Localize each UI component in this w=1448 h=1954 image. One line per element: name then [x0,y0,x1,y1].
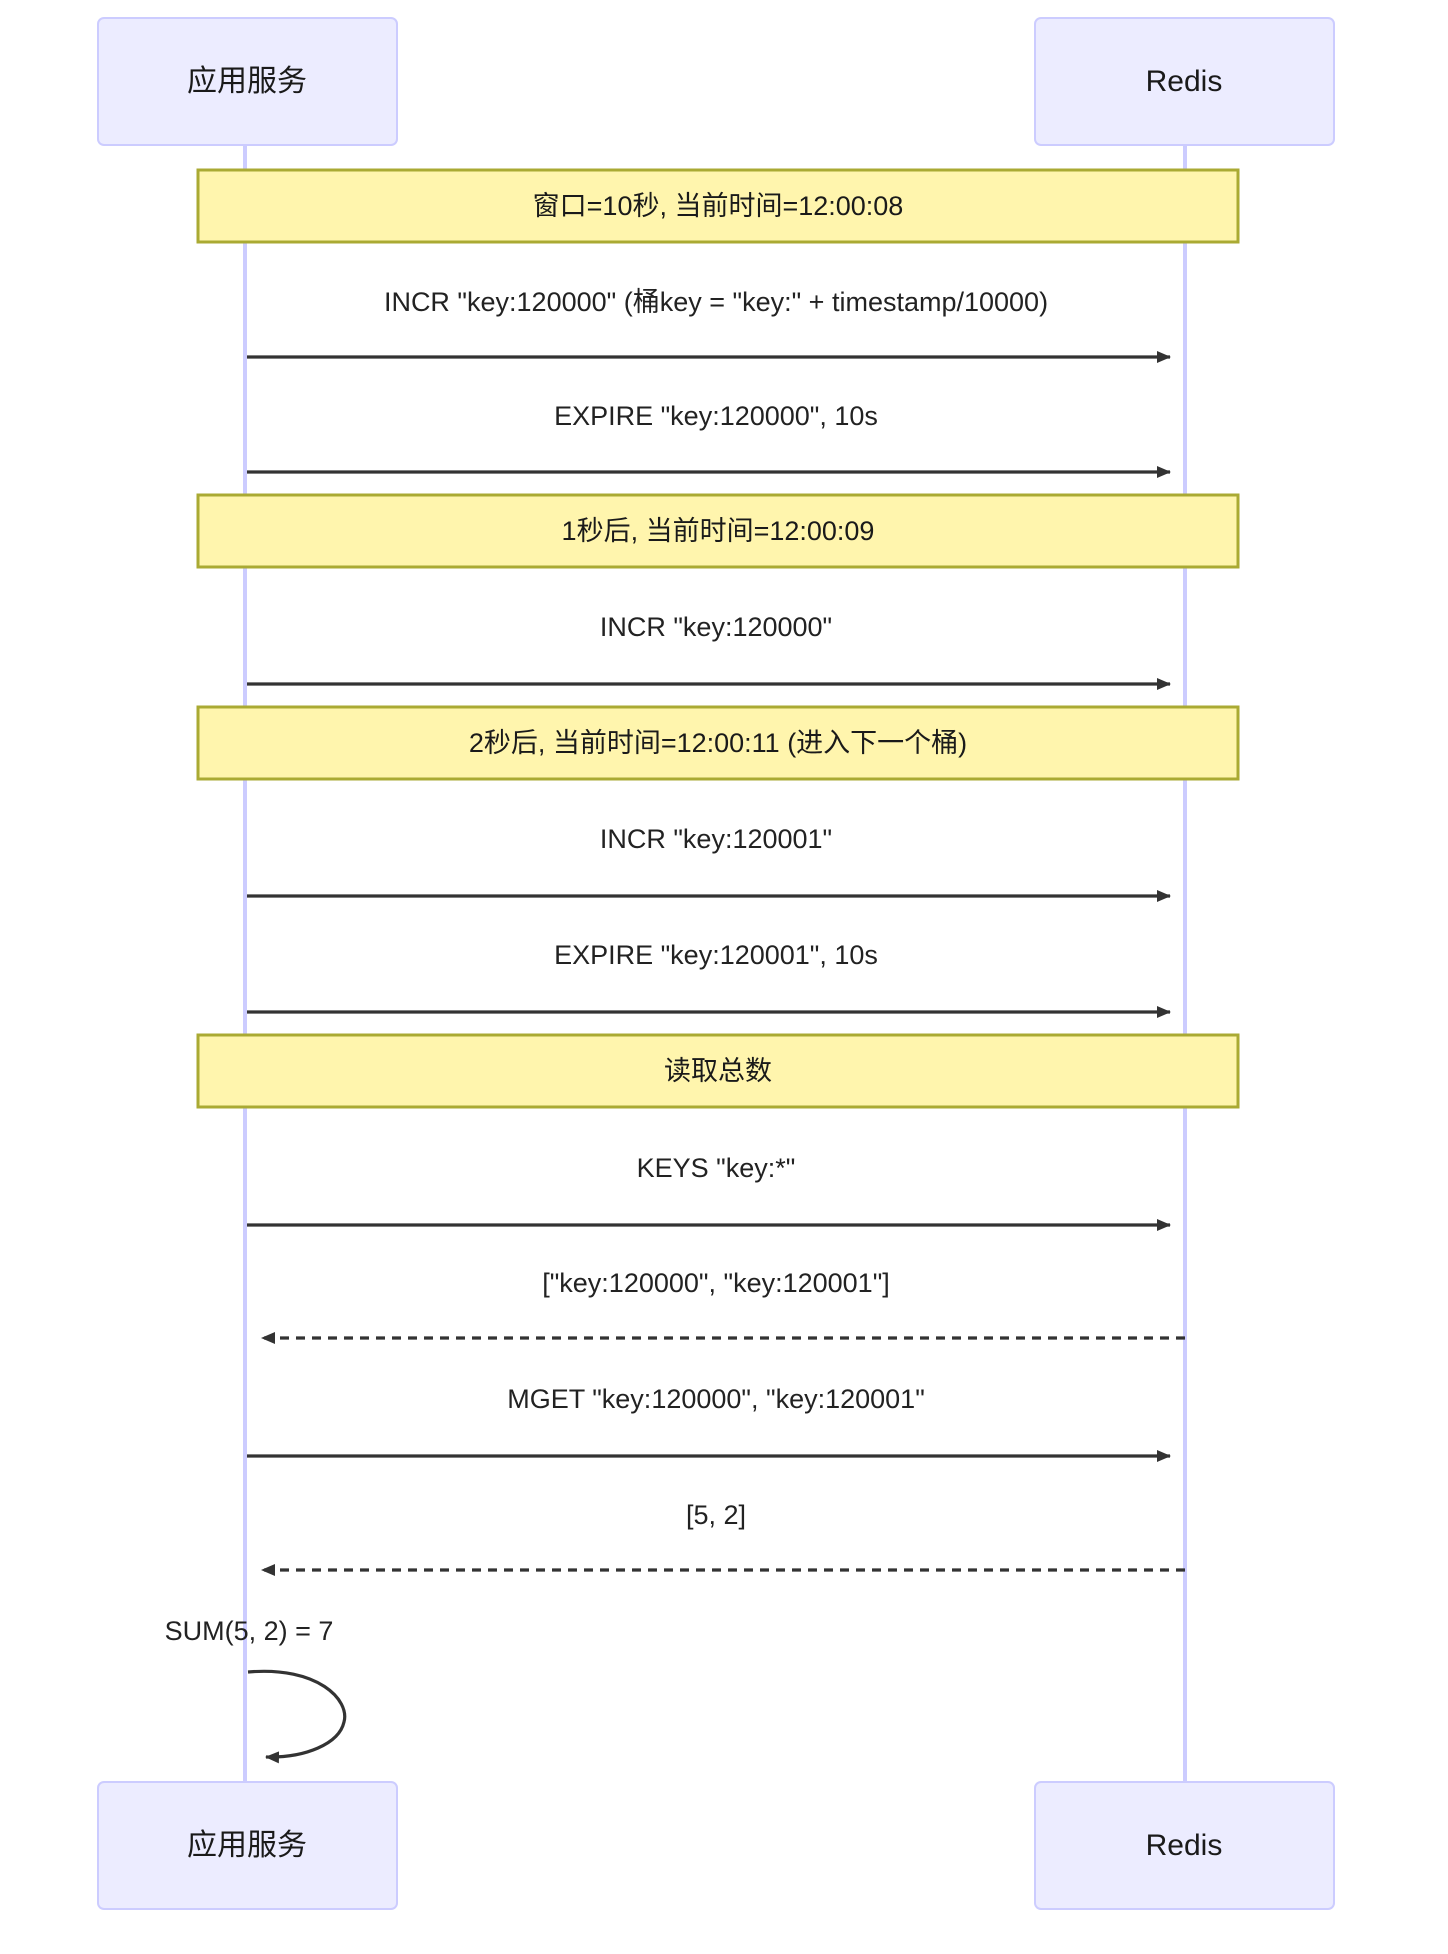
note-window-time-label: 窗口=10秒, 当前时间=12:00:08 [533,191,904,221]
message-incr-bucket: INCR "key:120000" (桶key = "key:" + times… [247,287,1171,363]
message-mget-label: MGET "key:120000", "key:120001" [507,1384,925,1414]
note-window-time: 窗口=10秒, 当前时间=12:00:08 [196,168,1240,244]
note-after-1s-label: 1秒后, 当前时间=12:00:09 [562,516,875,546]
message-sum-self-loop: SUM(5, 2) = 7 [165,1616,347,1764]
message-mget-response-label: [5, 2] [686,1500,746,1530]
message-expire-120001-label: EXPIRE "key:120001", 10s [554,940,878,970]
message-incr-120001: INCR "key:120001" [247,824,1171,902]
participant-app-top-label: 应用服务 [187,65,307,98]
message-incr-120000-label: INCR "key:120000" [600,612,832,642]
message-keys-response-label: ["key:120000", "key:120001"] [542,1268,890,1298]
note-after-2s: 2秒后, 当前时间=12:00:11 (进入下一个桶) [196,705,1240,781]
note-read-total: 读取总数 [196,1033,1240,1109]
message-sum-self-loop-label: SUM(5, 2) = 7 [165,1616,334,1646]
message-incr-120000: INCR "key:120000" [247,612,1171,690]
note-after-2s-label: 2秒后, 当前时间=12:00:11 (进入下一个桶) [469,728,967,758]
message-expire-120000: EXPIRE "key:120000", 10s [247,401,1171,478]
note-after-1s: 1秒后, 当前时间=12:00:09 [196,493,1240,569]
message-keys: KEYS "key:*" [247,1153,1171,1231]
message-keys-label: KEYS "key:*" [637,1153,796,1183]
message-keys-response: ["key:120000", "key:120001"] [261,1268,1185,1344]
message-expire-120000-label: EXPIRE "key:120000", 10s [554,401,878,431]
participant-redis-bottom[interactable]: Redis [1034,1781,1335,1910]
message-mget: MGET "key:120000", "key:120001" [247,1384,1171,1462]
participant-redis-top-label: Redis [1146,65,1223,98]
message-incr-bucket-label: INCR "key:120000" (桶key = "key:" + times… [384,287,1048,317]
message-incr-120001-label: INCR "key:120001" [600,824,832,854]
participant-redis-top[interactable]: Redis [1034,17,1335,146]
participant-app-bottom[interactable]: 应用服务 [97,1781,398,1910]
message-sum-self-loop-arrow [247,1669,347,1764]
participant-app-bottom-label: 应用服务 [187,1829,307,1862]
message-mget-response: [5, 2] [261,1500,1185,1576]
message-expire-120001: EXPIRE "key:120001", 10s [247,940,1171,1018]
participant-app-top[interactable]: 应用服务 [97,17,398,146]
note-read-total-label: 读取总数 [664,1056,772,1086]
participant-redis-bottom-label: Redis [1146,1829,1223,1862]
